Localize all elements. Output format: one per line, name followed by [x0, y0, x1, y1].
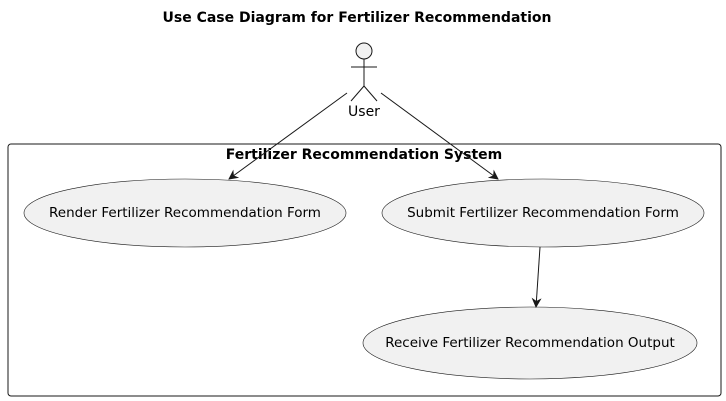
usecase-submit-form — [381, 178, 705, 248]
diagram-title: Use Case Diagram for Fertilizer Recommen… — [163, 10, 552, 26]
actor-label: User — [348, 104, 380, 120]
arrow-submit-to-receive — [531, 246, 542, 308]
usecase-render-form — [23, 178, 347, 248]
usecase-receive-output-label: Receive Fertilizer Recommendation Output — [385, 335, 675, 351]
usecase-render-form-label: Render Fertilizer Recommendation Form — [49, 205, 321, 221]
actor-right-leg — [363, 85, 378, 102]
usecase-submit-form-label: Submit Fertilizer Recommendation Form — [407, 205, 679, 221]
usecase-receive-output — [362, 306, 698, 380]
actor-left-leg — [350, 85, 365, 102]
system-title: Fertilizer Recommendation System — [226, 147, 502, 163]
system-boundary — [7, 143, 722, 397]
arrow-user-to-render — [228, 92, 348, 180]
user-actor-icon — [350, 42, 378, 102]
actor-head — [355, 42, 373, 60]
arrow-user-to-submit — [380, 92, 499, 180]
